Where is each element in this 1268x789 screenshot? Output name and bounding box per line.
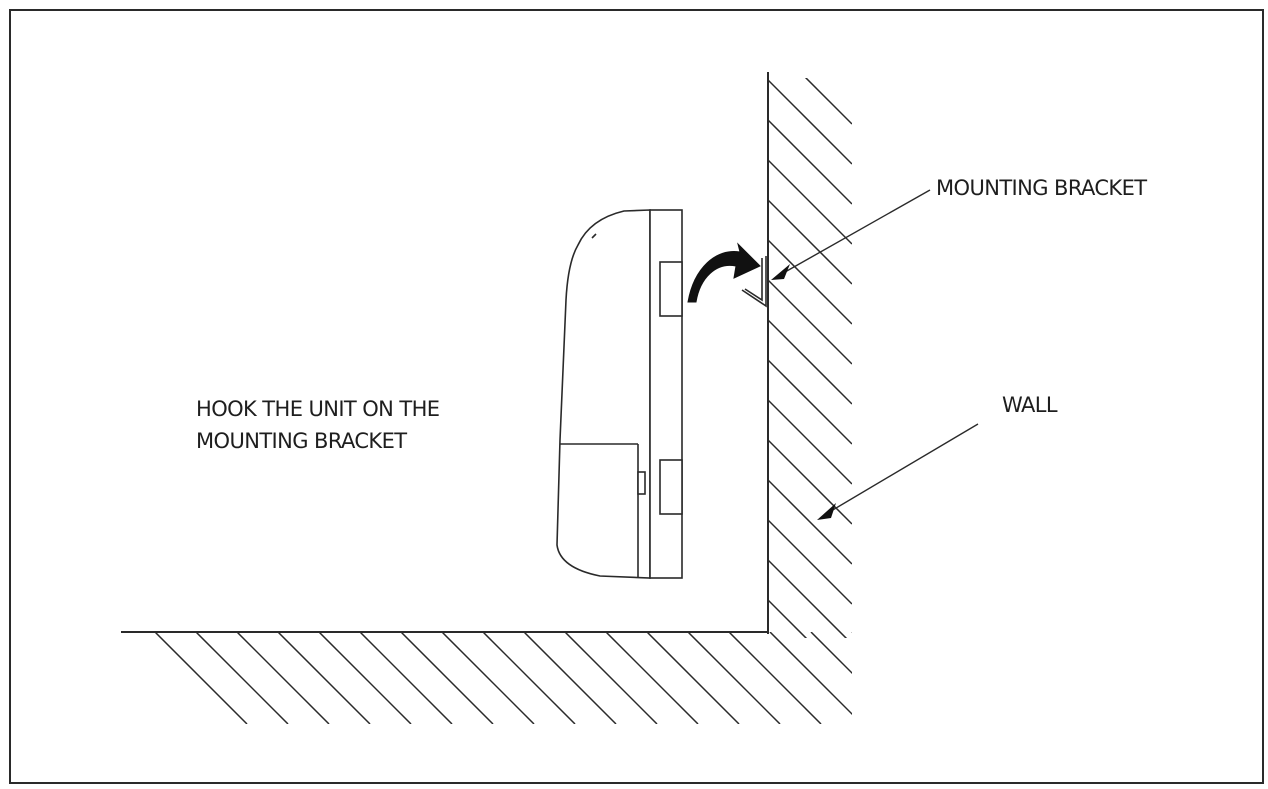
wall-hatch-line — [768, 599, 808, 638]
floor-hatch-line — [728, 632, 822, 724]
instruction-line-1: HOOK THE UNIT ON THE — [196, 397, 440, 421]
wall-hatching — [768, 78, 852, 764]
mounting-bracket — [741, 256, 767, 308]
floor-hatch-line — [564, 632, 658, 724]
wall-hatch-line — [768, 559, 848, 638]
wall-hatch-line — [768, 640, 852, 724]
mounting-bracket-label: MOUNTING BRACKET — [936, 172, 1147, 204]
floor-hatch-line — [195, 632, 289, 724]
floor-hatch-line — [359, 632, 453, 724]
floor-hatch-line — [523, 632, 617, 724]
bracket-leader — [771, 189, 931, 280]
wall-hatch-line — [768, 319, 852, 405]
wall-label: WALL — [1002, 389, 1058, 421]
unit-lower-hook-slot — [659, 459, 683, 515]
floor-hatch-line — [646, 632, 740, 724]
floor-hatch-line — [236, 632, 330, 724]
instruction-line-2: MOUNTING BRACKET — [196, 429, 407, 453]
wall-hatch-line — [768, 359, 852, 445]
unit-top-detail — [591, 233, 597, 239]
wall-hatch-line — [768, 199, 852, 285]
floor-hatch-line — [605, 632, 699, 724]
wall-leader — [817, 423, 979, 520]
floor-hatch-line — [154, 632, 248, 724]
wall-hatch-line — [768, 680, 852, 764]
wall-hatch-line — [768, 79, 852, 165]
floor-hatch-line — [441, 632, 535, 724]
wall-hatch-line — [768, 439, 852, 525]
wall-hatch-line — [768, 159, 852, 245]
wall-hatch-line — [768, 279, 852, 365]
floor-hatching — [154, 632, 985, 724]
wall-hatch-line — [768, 399, 852, 485]
indoor-unit — [556, 209, 683, 579]
floor-hatch-line — [277, 632, 371, 724]
wall-leader-arrowhead — [817, 503, 836, 520]
mounting-bracket-label-text: MOUNTING BRACKET — [936, 176, 1147, 200]
wall-hatch-line — [768, 479, 852, 565]
floor-hatch-line — [893, 632, 985, 724]
floor-hatch-line — [851, 632, 852, 634]
floor-hatch-line — [769, 632, 852, 716]
instruction-text: HOOK THE UNIT ON THE MOUNTING BRACKET — [196, 393, 440, 457]
unit-side-tab — [637, 471, 646, 495]
unit-body — [556, 209, 651, 579]
floor-hatch-line — [810, 632, 852, 675]
wall-hatch-line — [804, 78, 852, 125]
wall-hatch-line — [768, 519, 852, 605]
floor-hatch-line — [482, 632, 576, 724]
floor-hatch-line — [318, 632, 412, 724]
wall-label-text: WALL — [1002, 393, 1058, 417]
floor-hatch-line — [687, 632, 781, 724]
hook-motion-arrow — [687, 242, 761, 303]
unit-upper-hook-slot — [659, 261, 683, 317]
wall-hatch-line — [768, 239, 852, 325]
floor-hatch-line — [400, 632, 494, 724]
bracket-leader-arrowhead — [771, 264, 790, 280]
wall-hatch-line — [768, 119, 852, 205]
